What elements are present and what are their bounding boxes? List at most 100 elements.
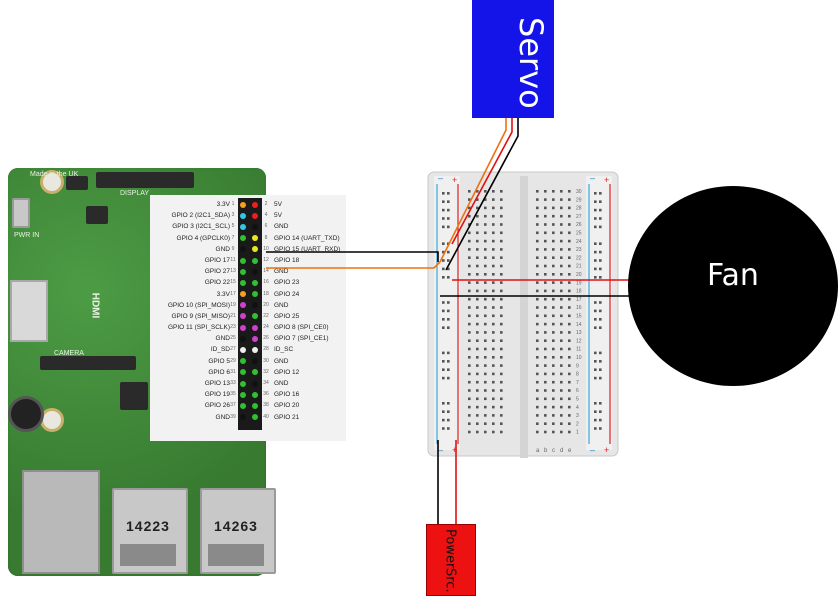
breadboard-hole — [468, 206, 471, 210]
gpio-pin-number: 31 — [230, 368, 236, 375]
gpio-pin-number: 38 — [263, 402, 269, 409]
breadboard-hole — [492, 248, 495, 251]
gpio-pin — [240, 279, 246, 286]
breadboard-hole — [484, 322, 487, 326]
breadboard-hole — [560, 206, 563, 210]
breadboard-hole — [442, 376, 445, 380]
breadboard-hole — [476, 297, 479, 301]
gpio-pin — [252, 212, 258, 219]
gpio-pin-label: GPIO 11 (SPI_SCLK) — [167, 324, 230, 332]
breadboard-hole — [552, 281, 555, 284]
breadboard-hole — [500, 314, 503, 318]
breadboard-hole — [568, 314, 571, 318]
breadboard-hole — [484, 414, 487, 417]
breadboard-column-letter: a — [536, 448, 540, 454]
center-channel — [520, 176, 528, 458]
breadboard-hole — [447, 351, 450, 355]
breadboard-hole — [484, 306, 487, 309]
breadboard-hole — [500, 331, 503, 334]
breadboard-hole — [492, 198, 495, 201]
breadboard-hole — [468, 273, 471, 276]
breadboard-hole — [476, 306, 479, 309]
breadboard-hole — [492, 372, 495, 376]
breadboard-hole — [594, 368, 597, 371]
breadboard-hole — [492, 239, 495, 243]
breadboard-hole — [484, 380, 487, 384]
breadboard-hole — [544, 331, 547, 334]
breadboard-hole — [468, 198, 471, 201]
breadboard-hole — [544, 430, 547, 434]
breadboard-hole — [599, 250, 602, 254]
breadboard-hole — [599, 217, 602, 220]
rail-plus-sign: + — [604, 445, 609, 455]
breadboard-hole — [544, 281, 547, 284]
breadboard-hole — [544, 273, 547, 276]
breadboard-hole — [536, 273, 539, 276]
breadboard-hole — [594, 208, 597, 212]
rail-plus-sign: + — [452, 445, 457, 455]
audio-jack — [8, 396, 44, 432]
breadboard-hole — [536, 347, 539, 351]
breadboard-hole — [552, 273, 555, 276]
breadboard-hole — [492, 256, 495, 259]
gpio-right-pins — [252, 199, 258, 423]
breadboard-hole — [568, 380, 571, 384]
gpio-pin-number: 11 — [230, 256, 236, 263]
breadboard-hole — [552, 397, 555, 401]
breadboard-hole — [442, 301, 445, 304]
chip — [66, 176, 88, 190]
breadboard-hole — [599, 360, 602, 363]
breadboard-hole — [476, 397, 479, 401]
breadboard-hole — [594, 200, 597, 203]
breadboard-hole — [447, 402, 450, 405]
breadboard-hole — [599, 259, 602, 262]
breadboard-hole — [599, 267, 602, 271]
gpio-pin-number: 17 — [230, 290, 236, 297]
breadboard-hole — [594, 301, 597, 304]
gpio-pin-number: 27 — [230, 346, 236, 353]
gpio-pin-number: 20 — [263, 301, 269, 308]
breadboard-hole — [442, 208, 445, 212]
breadboard-hole — [594, 259, 597, 262]
breadboard-hole — [492, 380, 495, 384]
breadboard-hole — [552, 430, 555, 434]
gpio-pin-number: 15 — [230, 279, 236, 286]
breadboard-row-number: 4 — [576, 405, 579, 411]
gpio-pin-label: GPIO 16 — [274, 391, 300, 399]
breadboard-hole — [447, 225, 450, 229]
breadboard-hole — [492, 356, 495, 359]
breadboard-hole — [599, 192, 602, 195]
breadboard-hole — [560, 231, 563, 235]
gpio-pin-label: GPIO 25 — [274, 312, 300, 320]
breadboard-hole — [500, 289, 503, 293]
gpio-pin-label: GPIO 27 — [204, 268, 230, 276]
breadboard-hole — [544, 405, 547, 409]
breadboard-hole — [568, 430, 571, 434]
breadboard: 3029282726252423222120191817161514131211… — [427, 171, 619, 458]
gpio-pin-number: 40 — [263, 413, 269, 420]
breadboard-hole — [468, 231, 471, 235]
breadboard-row-number: 8 — [576, 372, 579, 378]
breadboard-hole — [599, 326, 602, 329]
breadboard-hole — [599, 242, 602, 245]
breadboard-hole — [468, 223, 471, 226]
gpio-pin-label: GPIO 14 (UART_TXD) — [274, 234, 340, 242]
breadboard-hole — [447, 360, 450, 363]
gpio-pin-number: 23 — [230, 324, 236, 331]
breadboard-hole — [484, 264, 487, 268]
ethernet-port — [22, 470, 100, 574]
breadboard-row-number: 18 — [576, 289, 582, 295]
gpio-pin-label: GPIO 22 — [204, 279, 230, 287]
gpio-pin-number: 28 — [263, 346, 269, 353]
breadboard-hole — [468, 414, 471, 417]
breadboard-hole — [560, 190, 563, 193]
breadboard-hole — [492, 364, 495, 367]
gpio-pin-number: 16 — [263, 279, 269, 286]
breadboard-hole — [544, 414, 547, 417]
breadboard-hole — [447, 250, 450, 254]
breadboard-hole — [552, 190, 555, 193]
gpio-pin-number: 22 — [263, 312, 269, 319]
breadboard-row-number: 15 — [576, 314, 582, 320]
gpio-pin — [252, 313, 258, 320]
breadboard-hole — [560, 339, 563, 342]
